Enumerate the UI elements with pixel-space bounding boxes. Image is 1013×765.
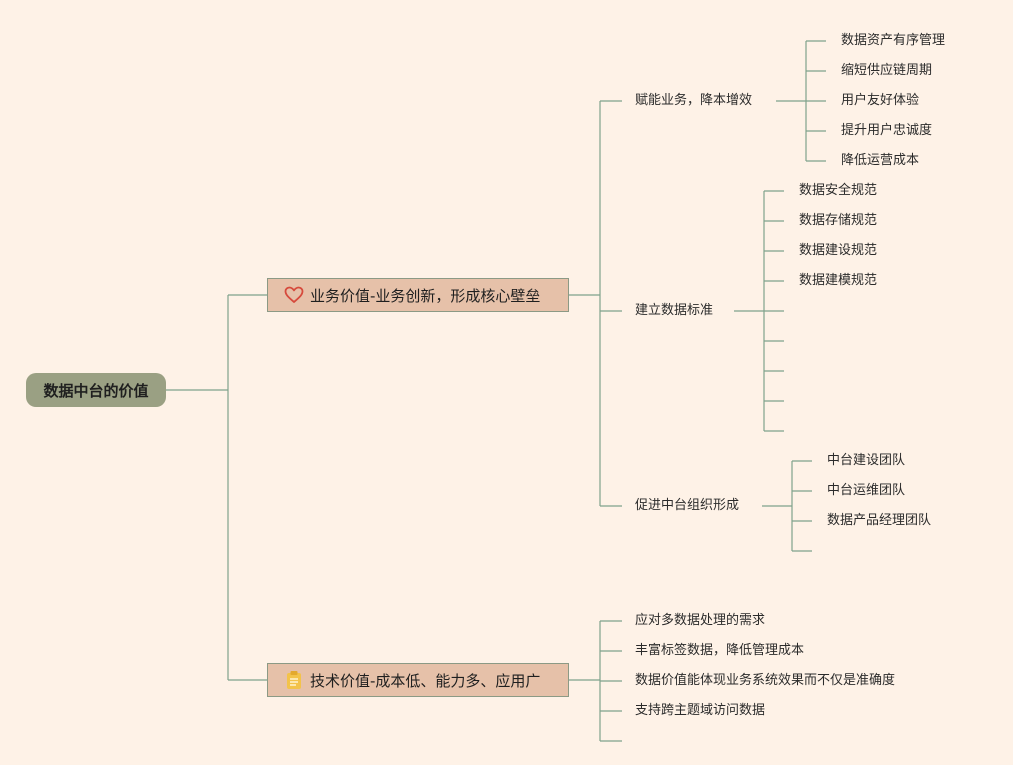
business-connector [569, 100, 622, 507]
leaf-label[interactable]: 提升用户忠诚度 [841, 123, 933, 138]
business-value-label: 业务价值-业务创新，形成核心壁垒 [310, 286, 541, 305]
business-value-node[interactable]: 业务价值-业务创新，形成核心壁垒 [267, 278, 569, 312]
leaf-label[interactable]: 数据安全规范 [799, 183, 878, 198]
leaf-label[interactable]: 降低运营成本 [841, 153, 920, 168]
root-connector [166, 294, 267, 681]
branch1-connector [776, 40, 826, 162]
leaf-label[interactable]: 丰富标签数据，降低管理成本 [635, 643, 805, 658]
leaf-label[interactable]: 中台建设团队 [827, 453, 906, 468]
leaf-label[interactable]: 数据价值能体现业务系统效果而不仅是准确度 [635, 673, 896, 688]
clipboard-icon [284, 670, 304, 690]
root-node[interactable]: 数据中台的价值 [26, 373, 166, 407]
branch-label[interactable]: 建立数据标准 [635, 303, 714, 318]
root-label: 数据中台的价值 [43, 381, 149, 400]
leaf-label[interactable]: 缩短供应链周期 [841, 63, 933, 78]
leaf-label[interactable]: 支持跨主题域访问数据 [635, 703, 766, 718]
branch3-connector [762, 460, 812, 552]
leaf-label[interactable]: 用户友好体验 [841, 93, 920, 108]
leaf-label[interactable]: 数据存储规范 [799, 213, 878, 228]
leaf-label[interactable]: 数据建模规范 [799, 273, 878, 288]
tech-value-node[interactable]: 技术价值-成本低、能力多、应用广 [267, 663, 569, 697]
leaf-label[interactable]: 数据建设规范 [799, 243, 878, 258]
leaf-label[interactable]: 应对多数据处理的需求 [635, 613, 766, 628]
leaf-label[interactable]: 中台运维团队 [827, 483, 906, 498]
tech-connector [569, 620, 622, 742]
branch-label[interactable]: 促进中台组织形成 [635, 498, 740, 513]
branch-label[interactable]: 赋能业务，降本增效 [635, 93, 753, 108]
leaf-label[interactable]: 数据资产有序管理 [841, 33, 946, 48]
leaf-label[interactable]: 数据产品经理团队 [827, 513, 932, 528]
tech-value-label: 技术价值-成本低、能力多、应用广 [310, 671, 541, 690]
heart-icon [284, 285, 304, 305]
branch2-connector [734, 190, 784, 432]
